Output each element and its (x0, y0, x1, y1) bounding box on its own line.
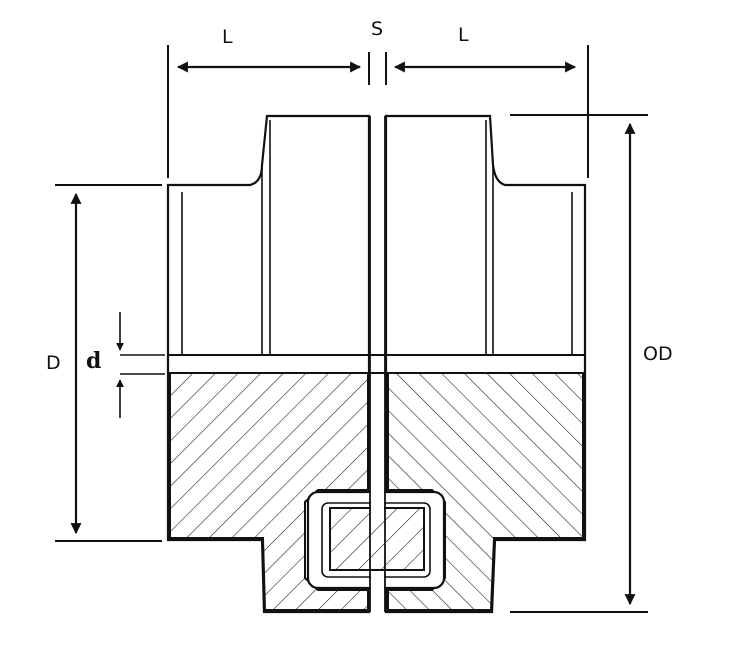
left-hatched-section (169, 372, 369, 611)
right-hatched-section (387, 372, 584, 611)
label-gap: S (371, 18, 384, 40)
label-length-left: L (222, 26, 233, 48)
label-diameter: D (46, 352, 61, 374)
label-bore: d (86, 348, 102, 374)
label-outer-diameter: OD (643, 343, 673, 365)
label-length-right: L (458, 24, 469, 46)
